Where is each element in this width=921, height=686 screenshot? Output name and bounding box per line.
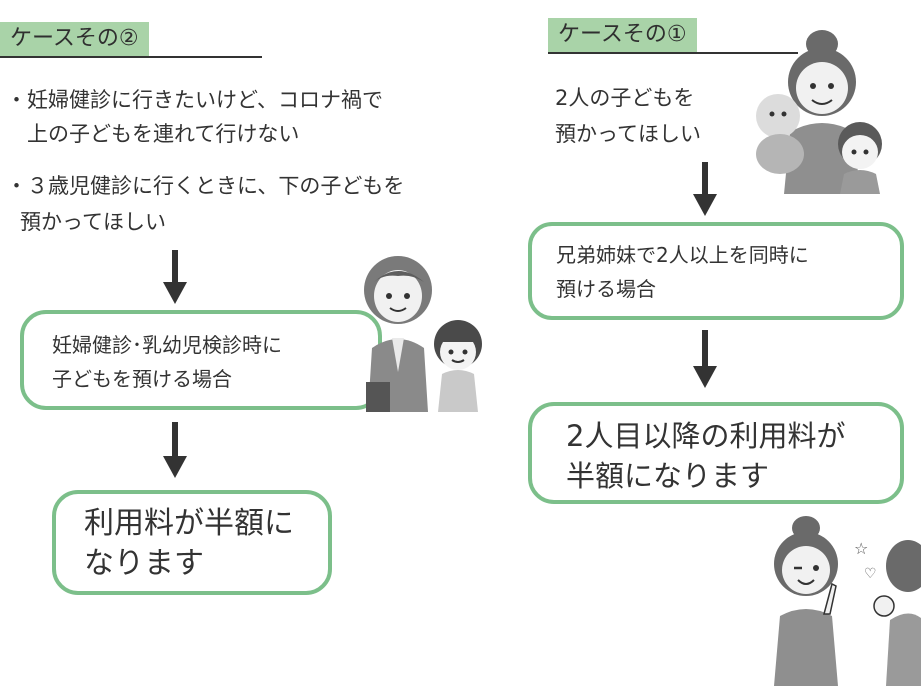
mother-two-children-illustration	[756, 30, 882, 194]
case-2-tag-underline	[0, 56, 262, 58]
bullet-mark: ・	[6, 88, 27, 112]
down-arrow-icon	[693, 162, 717, 216]
bullet-2-line1: ３歳児健診に行くときに、下の子どもを	[27, 174, 405, 198]
bullet-2-line2: 預かってほしい	[20, 210, 166, 234]
down-arrow-icon	[163, 422, 187, 478]
left-box2-line2: なります	[84, 546, 204, 581]
right-box1-line2: 預ける場合	[556, 277, 656, 301]
left-bullet-2-cont: 預かってほしい	[20, 206, 166, 239]
right-box2-line1: 2人目以降の利用料が	[566, 419, 846, 453]
bullet-1-line1: 妊婦健診に行きたいけど、コロナ禍で	[27, 88, 383, 112]
left-bullet-1-cont: 上の子どもを連れて行けない	[27, 118, 299, 151]
case-2-tag: ケースその②	[0, 22, 149, 56]
right-result-box: 2人目以降の利用料が 半額になります	[528, 402, 904, 504]
svg-text:♡: ♡	[864, 566, 877, 582]
svg-text:☆: ☆	[854, 539, 868, 558]
right-intro-line2: 預かってほしい	[555, 122, 701, 146]
left-box2-line1: 利用料が半額に	[84, 506, 294, 541]
left-bullet-1: ・妊婦健診に行きたいけど、コロナ禍で	[6, 84, 383, 117]
right-box2-line2: 半額になります	[566, 459, 770, 493]
bullet-1-line2: 上の子どもを連れて行けない	[27, 122, 300, 146]
case-1-tag-underline	[548, 52, 798, 54]
left-box1-line1: 妊婦健診･乳幼児検診時に	[52, 333, 282, 357]
mother-daughter-illustration	[364, 256, 482, 412]
left-result-box: 利用料が半額に なります	[52, 490, 332, 595]
left-condition-box: 妊婦健診･乳幼児検診時に 子どもを預ける場合	[20, 310, 382, 410]
right-intro-line1: 2人の子どもを	[555, 86, 695, 110]
right-box1-line1: 兄弟姉妹で2人以上を同時に	[556, 243, 809, 267]
happy-women-illustration: ☆ ♡	[774, 516, 921, 686]
left-box1-line2: 子どもを預ける場合	[52, 367, 232, 391]
down-arrow-icon	[163, 250, 187, 304]
down-arrow-icon	[693, 330, 717, 388]
right-condition-box: 兄弟姉妹で2人以上を同時に 預ける場合	[528, 222, 904, 320]
bullet-mark: ・	[6, 174, 27, 198]
case-1-tag: ケースその①	[548, 18, 697, 52]
left-bullet-2: ・３歳児健診に行くときに、下の子どもを	[6, 170, 404, 203]
